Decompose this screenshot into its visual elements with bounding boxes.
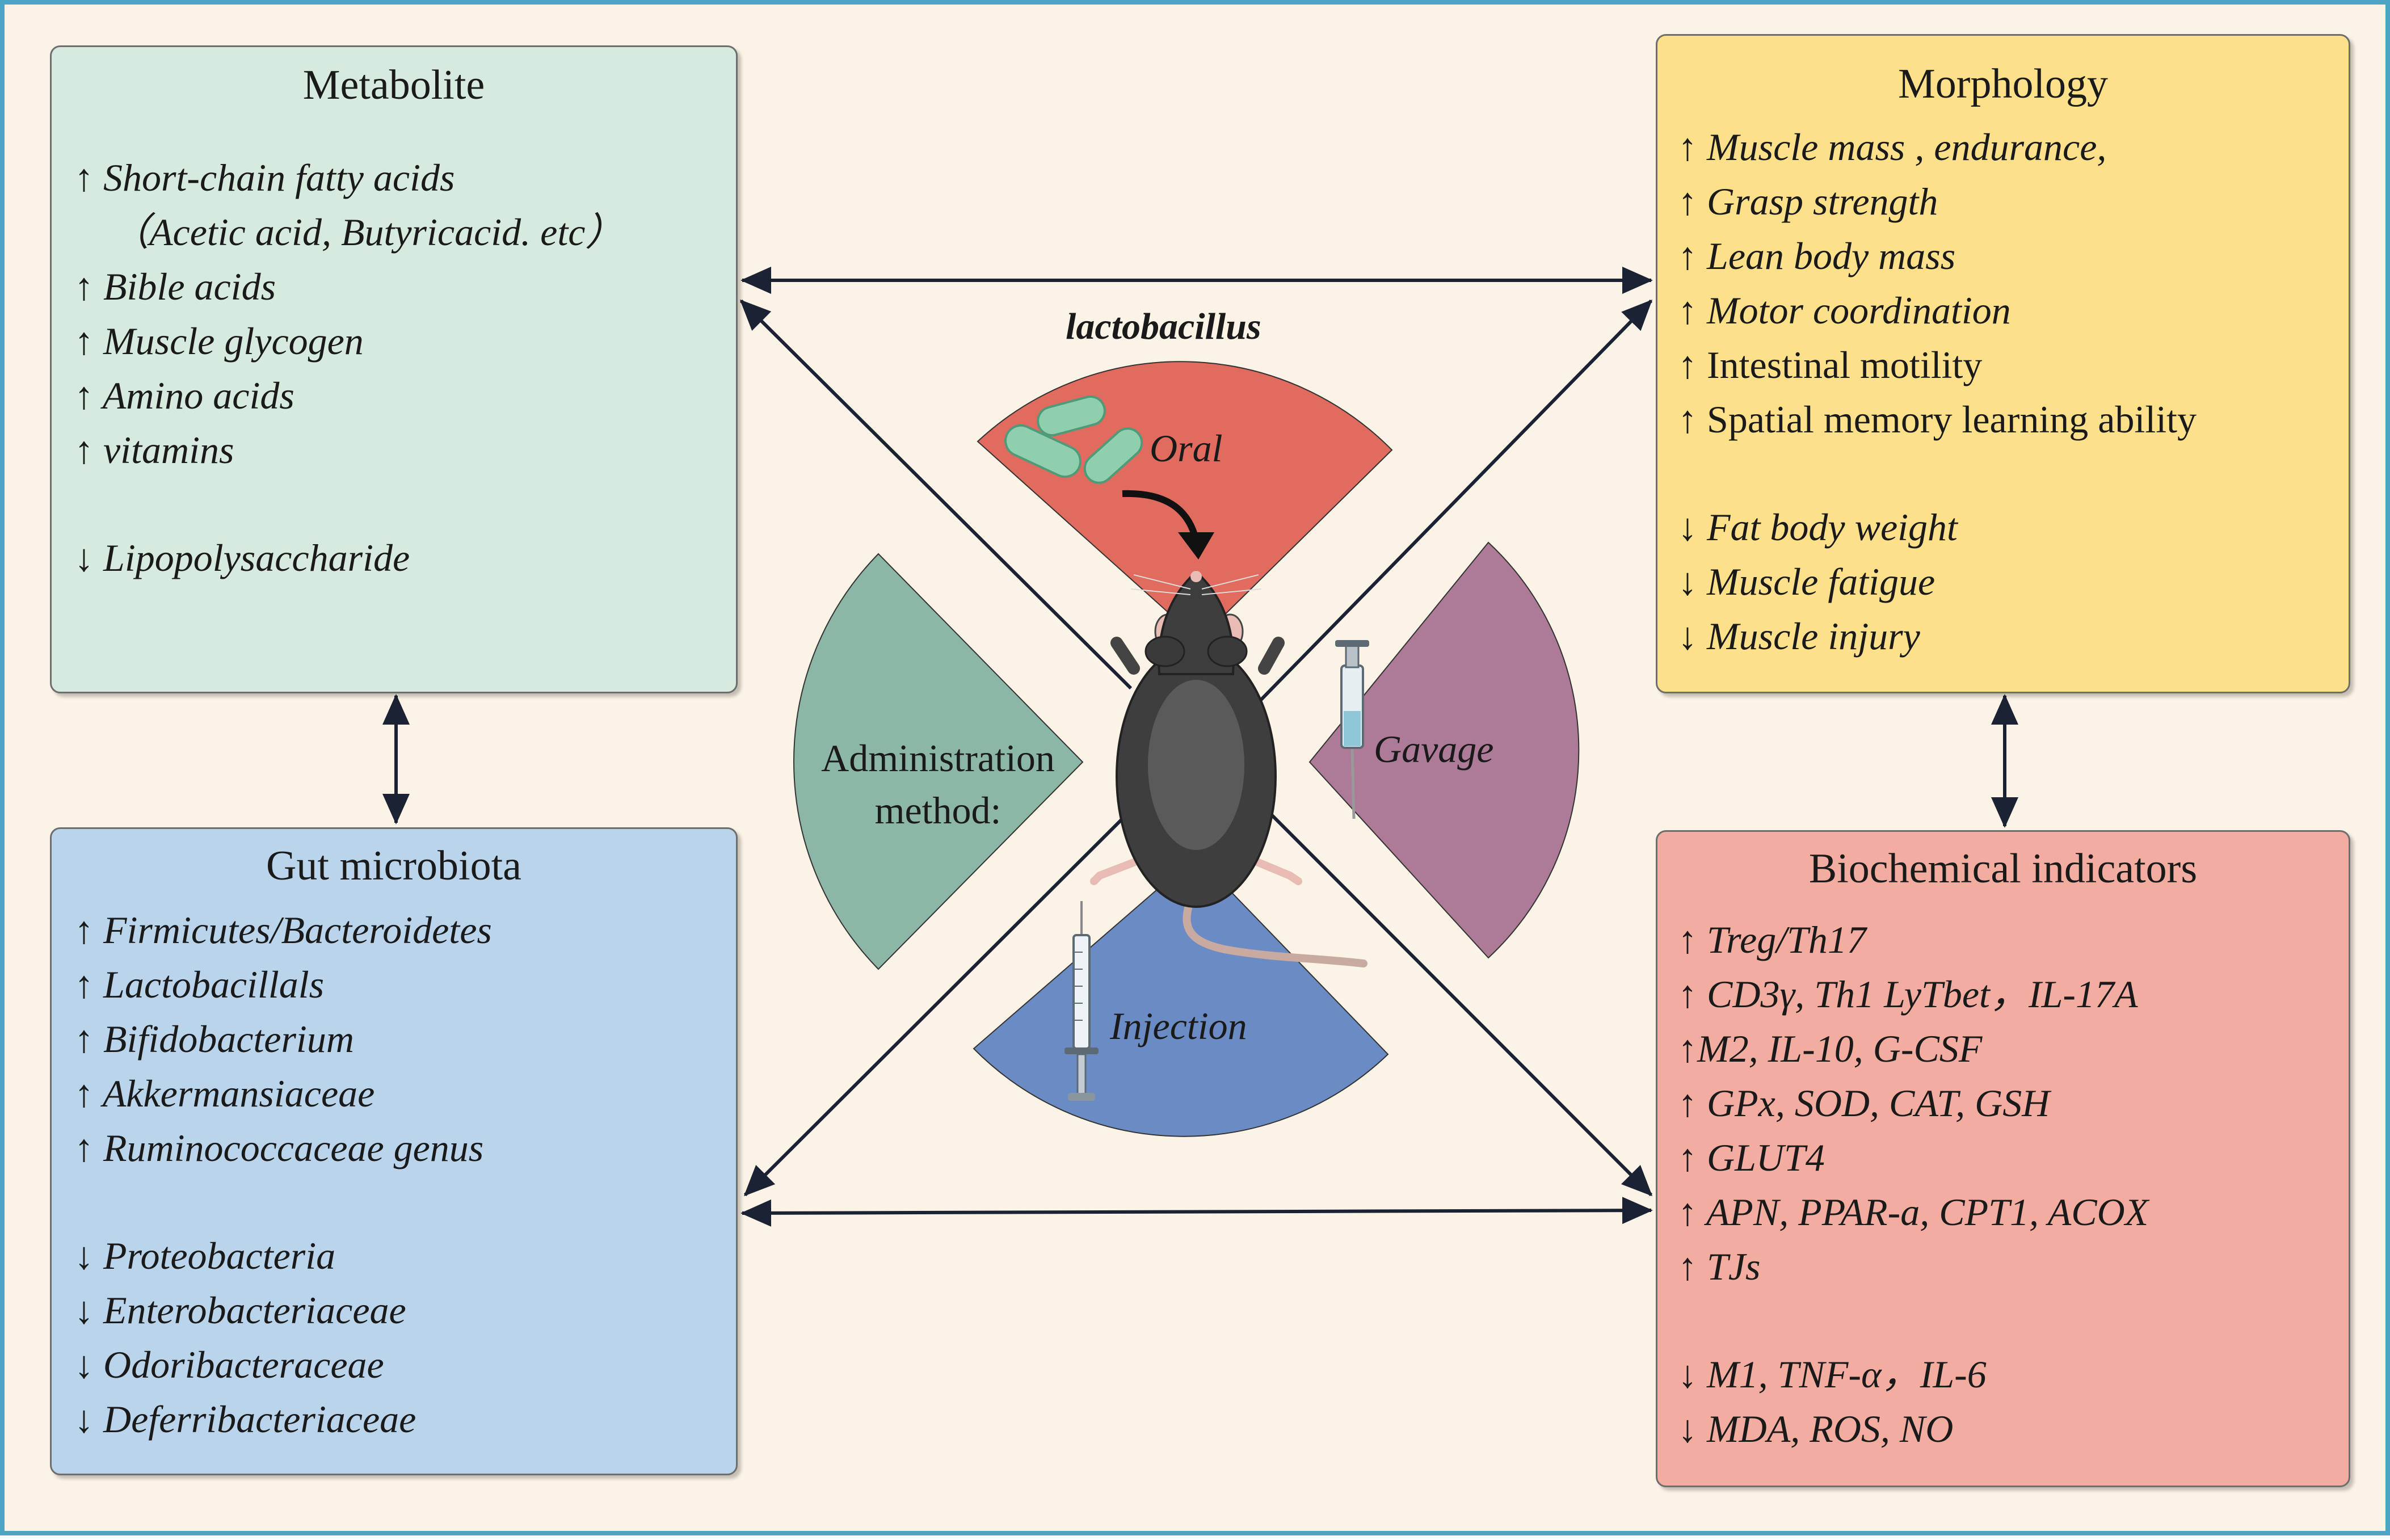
administration-sector (793, 553, 1084, 970)
list-item: ↑ Bible acids (74, 265, 276, 308)
arrow-center-to-metabolite (739, 299, 1133, 690)
gavage-sector (1308, 541, 1580, 959)
metabolite-list: ↑ Short-chain fatty acids （Acetic acid, … (74, 150, 624, 585)
arrow-center-to-gut (743, 803, 1138, 1197)
list-item: ↓ MDA, ROS, NO (1678, 1407, 1954, 1450)
list-item: ↑ APN, PPAR-a, CPT1, ACOX (1678, 1190, 2149, 1234)
list-item: ↑ Firmicutes/Bacteroidetes (74, 908, 492, 952)
list-item: ↑ Akkermansiaceae (74, 1072, 375, 1115)
metabolite-box: Metabolite ↑ Short-chain fatty acids （Ac… (50, 45, 738, 693)
list-item: ↓ Fat body weight (1678, 506, 1958, 549)
list-item: ↓ Lipopolysaccharide (74, 536, 410, 579)
gavage-label: Gavage (1374, 727, 1494, 771)
list-item: ↓ Odoribacteraceae (74, 1343, 384, 1386)
arrow-center-to-biochem (1254, 797, 1653, 1197)
mouse-icon (1090, 570, 1367, 967)
list-item: （Acetic acid, Butyricacid. etc） (111, 211, 624, 254)
gut-microbiota-box: Gut microbiota ↑ Firmicutes/Bacteroidete… (50, 827, 738, 1475)
injection-syringe-icon (1064, 901, 1099, 1101)
list-item: ↑ Short-chain fatty acids (74, 156, 455, 199)
list-item: ↑ vitamins (74, 428, 234, 472)
list-item: ↑ Treg/Th17 (1678, 918, 1866, 961)
gut-microbiota-list: ↑ Firmicutes/Bacteroidetes ↑ Lactobacill… (74, 903, 492, 1446)
list-item: ↓ Proteobacteria (74, 1234, 336, 1277)
list-item: ↓ Enterobacteriaceae (74, 1289, 406, 1332)
administration-label: Administration method: (796, 732, 1080, 836)
curved-arrow-icon (1122, 490, 1200, 542)
diagram-graphics (382, 267, 2018, 1227)
arrow-gut-biochem (740, 1197, 1653, 1227)
list-item: ↑ TJs (1678, 1245, 1761, 1288)
list-item: ↑ GPx, SOD, CAT, GSH (1678, 1082, 2050, 1125)
biochemical-indicators-list: ↑ Treg/Th17 ↑ CD3γ, Th1 LyTbet，IL-17A ↑M… (1678, 912, 2148, 1456)
curved-arrow-head-icon (1178, 532, 1214, 559)
list-item: ↑ Amino acids (74, 374, 294, 417)
bacteria-icon (1004, 395, 1143, 484)
list-item: ↑M2, IL-10, G-CSF (1678, 1027, 1983, 1070)
list-item: ↑ Motor coordination (1678, 289, 2011, 332)
list-item: ↑ GLUT4 (1678, 1136, 1825, 1179)
list-item: ↑ Muscle glycogen (74, 319, 364, 363)
administration-line2: method: (874, 789, 1002, 832)
list-item: ↓ Muscle fatigue (1678, 560, 1935, 603)
list-item: ↑ CD3γ, Th1 LyTbet，IL-17A (1678, 973, 2138, 1016)
biochemical-indicators-box: Biochemical indicators ↑ Treg/Th17 ↑ CD3… (1656, 830, 2350, 1487)
list-item: ↑ Lean body mass (1678, 234, 1956, 277)
list-item: ↑ Spatial memory learning ability (1678, 398, 2197, 441)
oral-label: Oral (1150, 427, 1223, 470)
morphology-list: ↑ Muscle mass , endurance, ↑ Grasp stren… (1678, 120, 2197, 663)
list-item: ↑ Intestinal motility (1678, 343, 1983, 386)
morphology-box: Morphology ↑ Muscle mass , endurance, ↑ … (1656, 34, 2350, 693)
gavage-syringe-icon (1335, 640, 1369, 819)
list-item: ↑ Ruminococcaceae genus (74, 1126, 484, 1169)
list-item: ↓ Deferribacteriaceae (74, 1398, 416, 1441)
injection-label: Injection (1110, 1004, 1247, 1047)
list-item: ↓ Muscle injury (1678, 615, 1920, 658)
arrow-center-to-morphology (1248, 299, 1653, 713)
biochemical-indicators-title: Biochemical indicators (1808, 845, 2198, 892)
list-item: ↑ Bifidobacterium (74, 1017, 354, 1061)
administration-line1: Administration (821, 737, 1055, 780)
list-item: ↓ M1, TNF-α，IL-6 (1678, 1353, 1987, 1396)
metabolite-title: Metabolite (302, 62, 485, 108)
list-item: ↑ Lactobacillals (74, 963, 325, 1006)
list-item: ↑ Muscle mass , endurance, (1678, 125, 2107, 169)
oral-sector (977, 361, 1393, 641)
lactobacillus-label: lactobacillus (1066, 306, 1261, 347)
gut-microbiota-title: Gut microbiota (266, 843, 522, 889)
list-item: ↑ Grasp strength (1678, 180, 1938, 223)
morphology-title: Morphology (1898, 61, 2108, 107)
